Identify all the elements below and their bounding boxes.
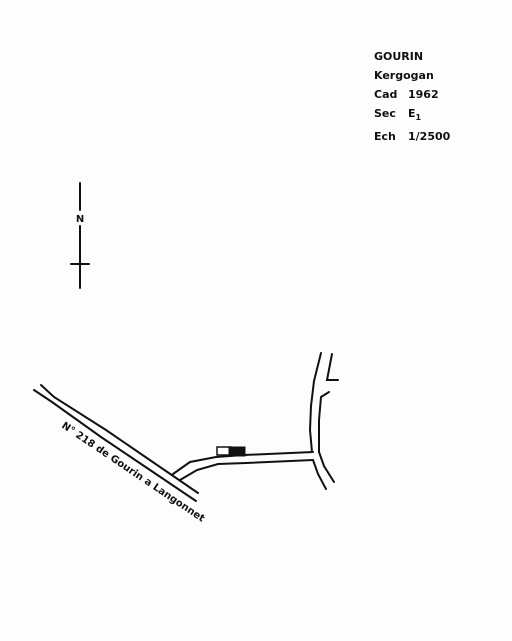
legend-section: Sec E1 [374, 104, 450, 127]
legend-sec-subscript: 1 [415, 113, 422, 123]
side-lane-south-edge [179, 459, 314, 481]
main-road [33, 384, 199, 502]
vertical-road-east-edge-middle [318, 391, 330, 453]
legend-cadastre: Cad 1962 [374, 85, 450, 104]
vertical-road [308, 352, 339, 490]
building-filled [228, 446, 246, 457]
main-road-north-edge [40, 384, 199, 494]
building-parcel [216, 446, 246, 457]
vertical-road-east-edge-top [325, 353, 339, 381]
legend-cad-label: Cad [374, 88, 398, 101]
legend-scale: Ech 1/2500 [374, 127, 450, 146]
vertical-road-east-edge-lower [318, 451, 335, 483]
legend-ech-value: 1/2500 [408, 130, 451, 144]
legend-ech-label: Ech [374, 130, 396, 144]
legend-cad-value: 1962 [408, 88, 439, 101]
north-arrow-label: N [76, 214, 84, 225]
legend-lieu: Kergogan [374, 69, 434, 82]
map-legend: GOURIN Kergogan Cad 1962 Sec E1 Ech 1/2500 [374, 47, 450, 146]
vertical-road-west-edge-upper [308, 352, 322, 453]
main-road-south-edge [33, 389, 197, 502]
side-lane-north-edge [172, 451, 314, 475]
legend-sec-label: Sec [374, 107, 396, 120]
main-road-label: N° 218 de Gourin a Langonnet [59, 420, 206, 524]
legend-commune: GOURIN [374, 50, 424, 63]
legend-sec-value: E1 [408, 107, 422, 123]
legend-sec-letter: E [408, 107, 416, 120]
side-lane [172, 451, 314, 481]
vertical-road-west-edge-lower [312, 459, 327, 490]
north-arrow: N [70, 182, 90, 289]
